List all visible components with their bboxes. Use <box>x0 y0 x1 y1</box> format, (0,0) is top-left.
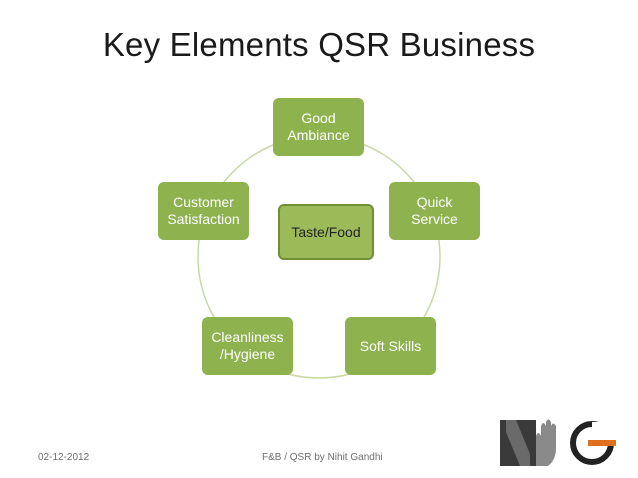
node-soft-skills: Soft Skills <box>345 317 436 375</box>
footer-date: 02-12-2012 <box>38 452 90 463</box>
node-quick-service: Quick Service <box>389 182 480 240</box>
node-customer-satisfaction: Customer Satisfaction <box>158 182 249 240</box>
slide-title: Key Elements QSR Business <box>102 26 536 63</box>
node-good-ambiance: Good Ambiance <box>273 98 364 156</box>
ng-monogram-logo-icon <box>500 419 616 466</box>
footer-credit: F&B / QSR by Nihit Gandhi <box>262 452 383 463</box>
node-cleanliness-hygiene: Cleanliness /Hygiene <box>202 317 293 375</box>
node-center-taste-food: Taste/Food <box>278 204 374 260</box>
